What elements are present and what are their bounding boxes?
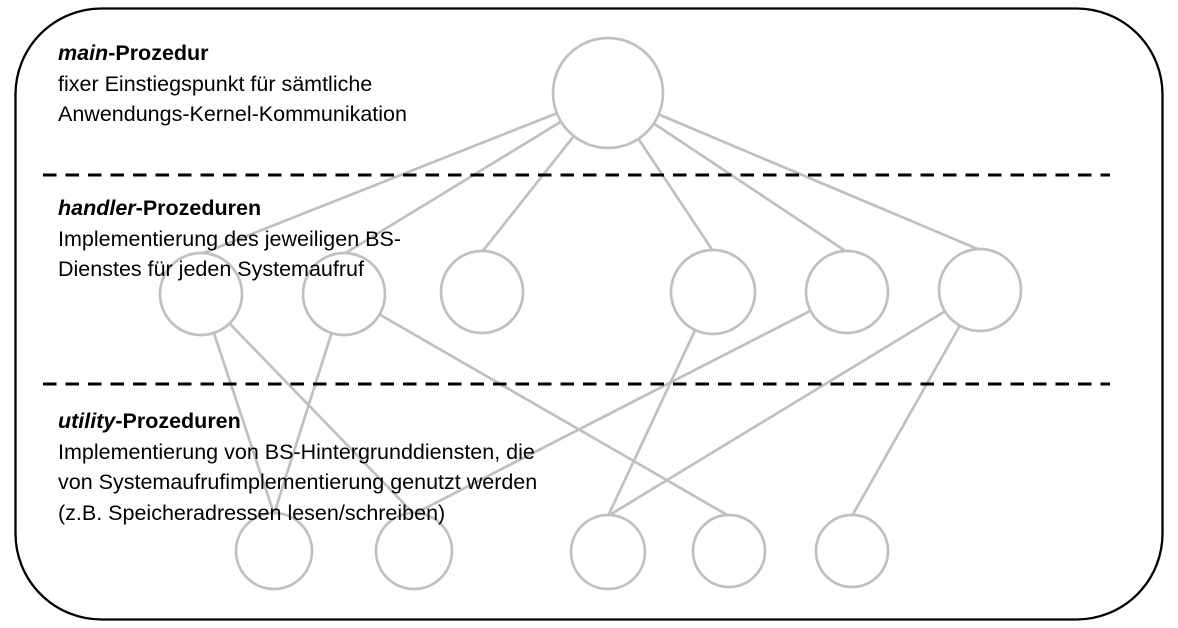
node-handler5 [804,249,890,335]
edge-handler5-utility2 [413,290,848,516]
node-handler2 [301,251,387,337]
section-title-emphasis: handler [58,196,136,220]
section-handler-prozeduren: handler-Prozeduren Implementierung des j… [58,193,401,285]
section-title-rest: -Prozeduren [135,196,262,220]
node-handler4 [669,248,757,336]
node-main [551,36,665,150]
node-utility2 [374,511,454,591]
section-title-rest: -Prozedur [108,41,209,65]
layer-separators [43,173,1110,386]
section-utility-prozeduren: utility-Prozeduren Implementierung von B… [58,406,537,528]
node-utility4 [691,513,767,589]
node-utility1 [234,511,314,591]
edge-handler2-utility4 [343,292,730,518]
edge-main-handler6 [607,91,981,252]
node-utility5 [814,513,890,589]
section-description: Implementierung des jeweiligen BS- Diens… [58,226,401,282]
section-description: fixer Einstiegspunkt für sämtliche Anwen… [58,71,407,127]
section-title-emphasis: utility [58,409,116,433]
node-handler3 [439,249,525,335]
edge-handler6-utility3 [607,288,981,518]
section-title-rest: -Prozeduren [115,409,241,433]
nodes-layer [158,36,1023,591]
section-title-emphasis: main [58,41,109,65]
section-title: utility-Prozeduren [58,406,537,437]
section-title: main-Prozedur [58,38,407,69]
node-utility3 [569,513,647,591]
node-handler6 [937,247,1023,333]
node-handler1 [158,251,244,337]
edge-handler1-utility2 [200,293,415,515]
section-main-prozedur: main-Prozedur fixer Einstiegspunkt für s… [58,38,407,130]
diagram-border [14,7,1164,621]
edge-handler6-utility5 [850,289,982,517]
section-description: Implementierung von BS-Hintergrunddienst… [58,439,538,525]
section-title: handler-Prozeduren [58,193,401,224]
